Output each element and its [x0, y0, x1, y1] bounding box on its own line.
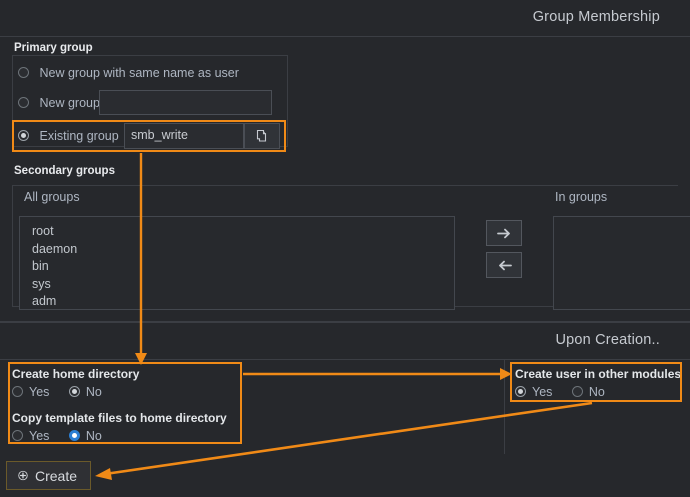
copy-pages-icon	[256, 129, 267, 142]
all-groups-label: All groups	[24, 190, 80, 204]
plus-circle-icon	[18, 470, 28, 481]
in-groups-label: In groups	[555, 190, 608, 204]
primary-option-existing-group-label: Existing group	[39, 129, 119, 143]
column-divider	[504, 360, 505, 454]
new-group-input[interactable]	[99, 90, 272, 115]
page-title: Group Membership	[532, 9, 660, 25]
upon-creation-header	[0, 323, 690, 360]
copy-template-files-radios[interactable]: Yes No	[12, 429, 118, 443]
secondary-groups-legend: Secondary groups	[10, 165, 119, 177]
create-home-directory-no[interactable]: No	[68, 385, 102, 399]
other-modules-yes[interactable]: Yes	[515, 385, 556, 399]
radio-new-group-same-name[interactable]	[18, 67, 29, 78]
existing-group-picker-button[interactable]	[244, 123, 280, 149]
list-item[interactable]: bin	[32, 259, 49, 273]
primary-option-new-group[interactable]: New group	[18, 96, 100, 110]
copy-template-files-label: Copy template files to home directory	[12, 411, 227, 425]
create-button[interactable]: Create	[6, 461, 91, 490]
list-item[interactable]: daemon	[32, 241, 78, 256]
other-modules-yes-label: Yes	[532, 385, 553, 399]
group-membership-header	[0, 0, 690, 37]
radio-new-group[interactable]	[18, 97, 29, 108]
create-home-directory-yes-label: Yes	[29, 385, 50, 399]
primary-option-new-same-name[interactable]: New group with same name as user	[18, 66, 239, 80]
radio-home-dir-yes[interactable]	[12, 386, 23, 397]
upon-creation-title: Upon Creation..	[555, 332, 660, 348]
radio-copy-template-no[interactable]	[68, 430, 80, 441]
primary-option-existing-group[interactable]: Existing group	[18, 129, 119, 143]
primary-option-new-same-name-label: New group with same name as user	[39, 66, 239, 80]
list-item[interactable]: root	[32, 224, 54, 238]
radio-other-modules-yes[interactable]	[515, 386, 526, 397]
primary-group-legend: Primary group	[10, 42, 97, 54]
create-home-directory-label: Create home directory	[12, 367, 140, 381]
all-groups-listbox[interactable]: root daemon bin sys adm	[19, 216, 455, 310]
radio-other-modules-no[interactable]	[571, 386, 583, 397]
create-home-directory-no-label: No	[85, 385, 102, 399]
copy-template-yes-label: Yes	[29, 429, 50, 443]
create-user-other-modules-radios[interactable]: Yes No	[515, 385, 621, 399]
copy-template-yes[interactable]: Yes	[12, 429, 53, 443]
primary-option-new-group-label: New group	[39, 96, 100, 110]
remove-from-groups-button[interactable]	[486, 252, 522, 278]
other-modules-no[interactable]: No	[571, 385, 605, 399]
list-item[interactable]: adm	[32, 294, 57, 308]
arrow-right-icon	[496, 228, 510, 238]
radio-copy-template-yes[interactable]	[12, 430, 23, 441]
create-home-directory-yes[interactable]: Yes	[12, 385, 53, 399]
radio-home-dir-no[interactable]	[68, 386, 80, 397]
other-modules-no-label: No	[588, 385, 605, 399]
copy-template-no-label: No	[85, 429, 102, 443]
in-groups-listbox[interactable]	[553, 216, 690, 310]
upon-creation-panel: Upon Creation.. Create home directory Ye…	[0, 322, 690, 454]
group-membership-panel: Group Membership Primary group New group…	[0, 0, 690, 322]
create-button-label: Create	[34, 467, 77, 484]
add-to-groups-button[interactable]	[486, 220, 522, 246]
create-home-directory-radios[interactable]: Yes No	[12, 385, 118, 399]
arrow-left-icon	[498, 260, 512, 270]
create-user-other-modules-label: Create user in other modules	[515, 367, 682, 381]
list-item[interactable]: sys	[32, 276, 51, 291]
radio-existing-group[interactable]	[18, 130, 29, 141]
existing-group-input[interactable]: smb_write	[124, 123, 244, 149]
copy-template-no[interactable]: No	[68, 429, 102, 443]
